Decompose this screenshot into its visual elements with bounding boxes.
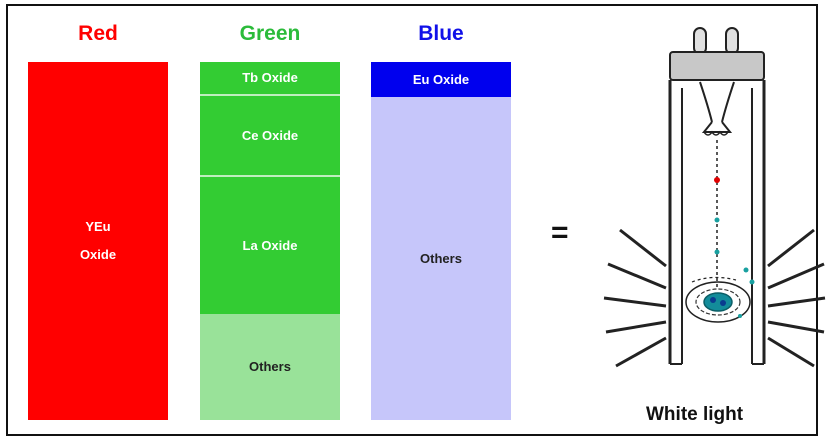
- green-tb-label: Tb Oxide: [242, 70, 298, 85]
- blue-eu-label: Eu Oxide: [412, 71, 470, 87]
- red-yeu-oxide-segment: YEu Oxide: [28, 62, 168, 420]
- blue-others-label: Others: [420, 250, 462, 266]
- lamp-caption: White light: [646, 404, 744, 425]
- green-others-label: Others: [249, 359, 291, 374]
- green-ce-label: Ce Oxide: [241, 127, 299, 143]
- green-ce-oxide-segment: Ce Oxide: [200, 96, 340, 177]
- red-segment-label-line1: YEu: [85, 219, 111, 234]
- green-others-segment: Others: [200, 314, 340, 420]
- blue-others-segment: Others: [371, 97, 511, 420]
- fluorescent-lamp-illustration: [603, 27, 826, 368]
- green-column-title: Green: [239, 22, 301, 45]
- blue-eu-oxide-segment: Eu Oxide: [371, 62, 511, 97]
- red-segment-label-line2: Oxide: [79, 247, 117, 262]
- green-tb-oxide-segment: Tb Oxide: [200, 62, 340, 96]
- equals-sign: =: [551, 216, 569, 249]
- red-column-title: Red: [78, 22, 118, 45]
- green-la-oxide-segment: La Oxide: [200, 177, 340, 314]
- green-la-label: La Oxide: [242, 237, 298, 253]
- blue-column-title: Blue: [418, 22, 464, 45]
